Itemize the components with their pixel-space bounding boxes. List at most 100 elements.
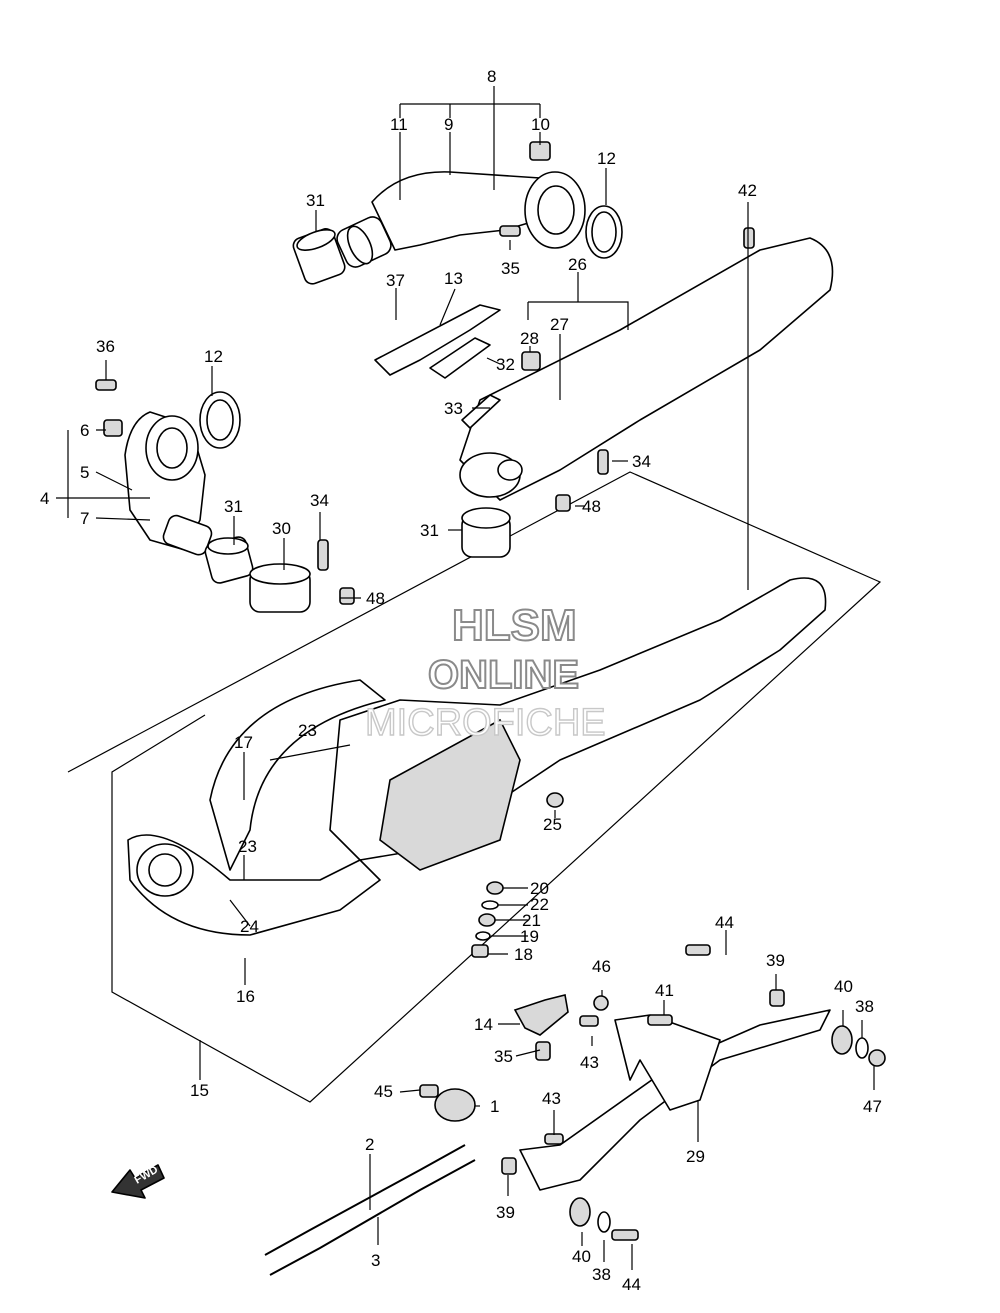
nut-21: [478, 913, 496, 927]
callout-42[interactable]: 42: [738, 181, 757, 200]
footrest-bracket-29: [519, 1009, 831, 1191]
callout-38-lower[interactable]: 38: [592, 1265, 611, 1284]
callout-44-lower[interactable]: 44: [622, 1275, 641, 1294]
callout-48-right[interactable]: 48: [582, 497, 601, 516]
callout-21[interactable]: 21: [522, 911, 541, 930]
callout-29[interactable]: 29: [686, 1147, 705, 1166]
callout-38-right[interactable]: 38: [855, 997, 874, 1016]
callout-16[interactable]: 16: [236, 987, 255, 1006]
callout-37[interactable]: 37: [386, 271, 405, 290]
callout-26[interactable]: 26: [568, 255, 587, 274]
callout-10[interactable]: 10: [531, 115, 550, 134]
callout-31-top[interactable]: 31: [306, 191, 325, 210]
callout-43-top[interactable]: 43: [580, 1053, 599, 1072]
valve-actuator-1: [434, 1088, 476, 1122]
callout-14[interactable]: 14: [474, 1015, 493, 1034]
joint-pipe-31-left: [204, 536, 254, 584]
bolt-39-lower: [501, 1157, 517, 1175]
bolt-39-right: [769, 989, 785, 1007]
callout-34-right[interactable]: 34: [632, 452, 651, 471]
callout-24[interactable]: 24: [240, 917, 259, 936]
bushing-40-right: [831, 1025, 853, 1055]
joint-pipe-31-top: [292, 228, 346, 285]
callout-40-lower[interactable]: 40: [572, 1247, 591, 1266]
muffler-lower: [329, 577, 827, 871]
callout-39-right[interactable]: 39: [766, 951, 785, 970]
callout-44-top[interactable]: 44: [715, 913, 734, 932]
callout-12-top[interactable]: 12: [597, 149, 616, 168]
callout-27[interactable]: 27: [550, 315, 569, 334]
callout-28[interactable]: 28: [520, 329, 539, 348]
cushion-20: [486, 881, 504, 895]
callout-20[interactable]: 20: [530, 879, 549, 898]
callout-48-left[interactable]: 48: [366, 589, 385, 608]
bolt-41: [647, 1014, 673, 1026]
muffler-assembly-outline: [67, 471, 882, 1103]
callout-5[interactable]: 5: [80, 463, 89, 482]
callout-36[interactable]: 36: [96, 337, 115, 356]
callout-13[interactable]: 13: [444, 269, 463, 288]
callout-31-left[interactable]: 31: [224, 497, 243, 516]
callout-34-left[interactable]: 34: [310, 491, 329, 510]
callout-4[interactable]: 4: [40, 489, 49, 508]
callout-9[interactable]: 9: [444, 115, 453, 134]
callout-31-mid[interactable]: 31: [420, 521, 439, 540]
cover-6: [103, 419, 123, 437]
watermark-line1: HLSM: [452, 601, 577, 650]
callout-17[interactable]: 17: [234, 733, 253, 752]
heat-shield-17: [209, 679, 386, 871]
muffler-upper: [459, 237, 834, 501]
front-exhaust-pipe: [336, 171, 586, 268]
callout-45[interactable]: 45: [374, 1082, 393, 1101]
cover-28: [521, 351, 541, 371]
forward-direction-arrow: FWD: [111, 1164, 165, 1199]
callout-46[interactable]: 46: [592, 957, 611, 976]
washer-38-right: [855, 1037, 869, 1059]
callout-1[interactable]: 1: [490, 1097, 499, 1116]
bolt-18: [471, 944, 489, 958]
callout-39-lower[interactable]: 39: [496, 1203, 515, 1222]
callout-22[interactable]: 22: [530, 895, 549, 914]
exhaust-pipe-16: [127, 834, 381, 936]
nut-47: [868, 1049, 886, 1067]
callout-25[interactable]: 25: [543, 815, 562, 834]
callout-35-top[interactable]: 35: [501, 259, 520, 278]
callout-30[interactable]: 30: [272, 519, 291, 538]
washer-19: [475, 931, 491, 941]
washer-22: [481, 900, 499, 910]
gasket-12-top-inner: [591, 211, 617, 253]
callout-33[interactable]: 33: [444, 399, 463, 418]
cable-3: [269, 1159, 476, 1276]
callout-40-right[interactable]: 40: [834, 977, 853, 996]
nut-25: [546, 792, 564, 808]
callout-47[interactable]: 47: [863, 1097, 882, 1116]
callout-32[interactable]: 32: [496, 355, 515, 374]
watermark-line2: ONLINE: [428, 653, 579, 697]
rear-exhaust-pipe: [124, 411, 213, 556]
callout-23-top[interactable]: 23: [298, 721, 317, 740]
gasket-33: [461, 394, 501, 429]
callout-11[interactable]: 11: [390, 115, 408, 134]
bolt-36: [95, 379, 117, 391]
callout-7[interactable]: 7: [80, 509, 89, 528]
callout-6[interactable]: 6: [80, 421, 89, 440]
callout-18[interactable]: 18: [514, 945, 533, 964]
callout-41[interactable]: 41: [655, 981, 674, 1000]
washer-38-lower: [597, 1211, 611, 1233]
callout-35-lower[interactable]: 35: [494, 1047, 513, 1066]
callout-8[interactable]: 8: [487, 67, 496, 86]
bolt-44-top: [685, 944, 711, 956]
callout-23-lower[interactable]: 23: [238, 837, 257, 856]
callout-15[interactable]: 15: [190, 1081, 209, 1100]
callout-12-left[interactable]: 12: [204, 347, 223, 366]
callout-19[interactable]: 19: [520, 927, 539, 946]
bracket-14: [513, 994, 569, 1036]
callout-2[interactable]: 2: [365, 1135, 374, 1154]
leader-lines: [56, 86, 875, 1270]
callout-43-lower[interactable]: 43: [542, 1089, 561, 1108]
bolt-34-right: [597, 449, 609, 475]
bushing-40-lower: [569, 1197, 591, 1227]
callout-3[interactable]: 3: [371, 1251, 380, 1270]
gasket-12-left-inner: [206, 399, 234, 441]
gasket-32: [429, 337, 491, 379]
